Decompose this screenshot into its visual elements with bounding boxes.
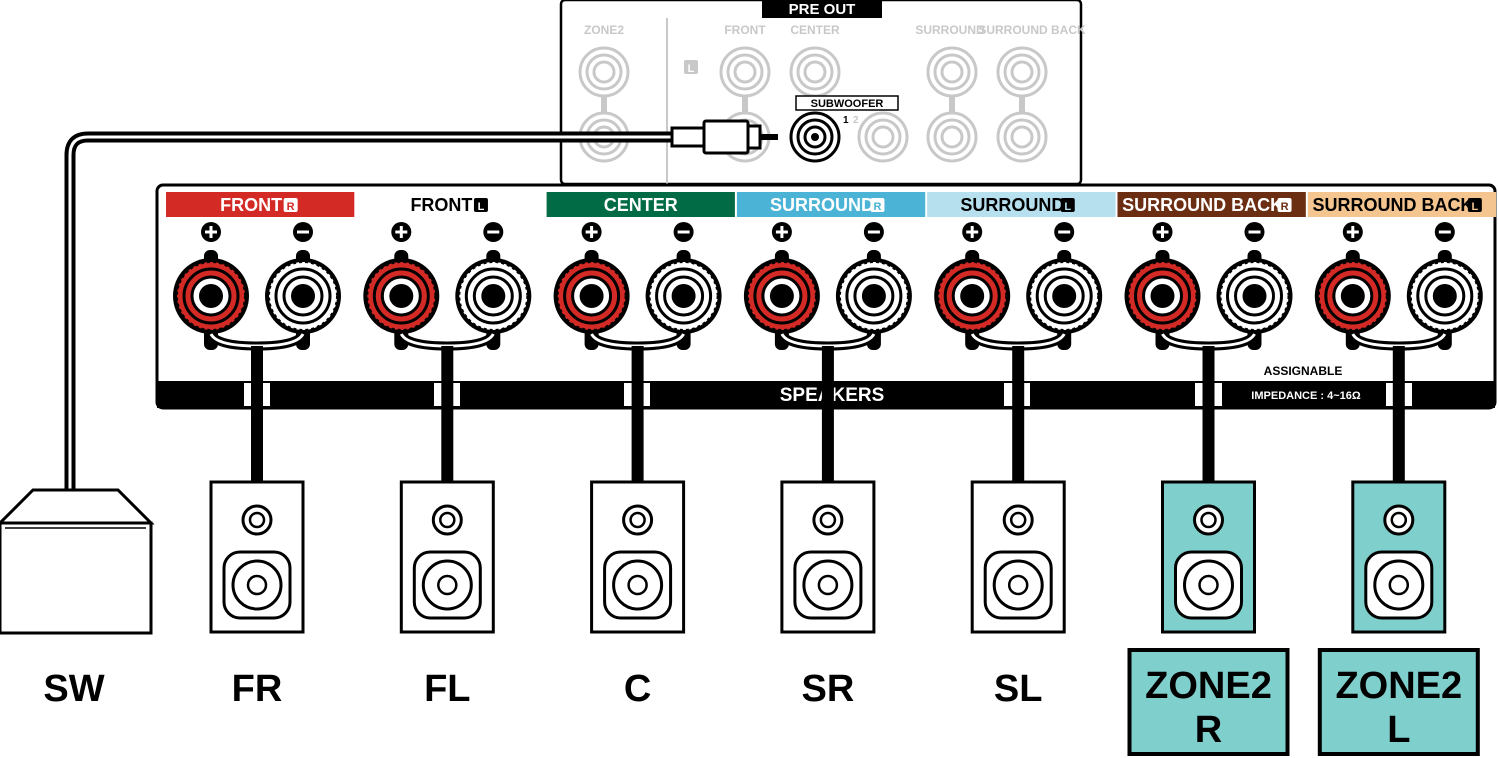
zone2-label-box [1127,648,1290,756]
svg-text:L: L [478,201,485,213]
channel-header-label: FRONT [220,195,282,215]
pre-out-surround-back-label: SURROUND BACK [978,23,1086,37]
channel-badge [870,198,885,212]
subwoofer-jack-1[interactable] [789,111,841,163]
pre-out-title: PRE OUT [789,1,856,18]
negative-terminal[interactable] [1216,222,1293,350]
positive-terminal[interactable] [553,222,630,350]
channel-badge [1467,198,1482,212]
pre-out-jack[interactable] [719,46,771,98]
positive-terminal[interactable] [363,222,440,350]
channel-badge [1277,198,1292,212]
channel-header-label: CENTER [604,195,678,215]
svg-text:R: R [873,201,881,213]
subwoofer-label-box [795,95,899,111]
channel-header-bg [166,192,355,217]
pre-out-jack[interactable] [996,111,1048,163]
pre-out-jack[interactable] [926,46,978,98]
negative-terminal[interactable] [645,222,722,350]
speaker-label: C [624,668,651,710]
zone2-label-line2: L [1387,709,1410,751]
zone2-label-line2: R [1195,709,1222,751]
svg-text:L: L [1471,201,1478,213]
channel-badge [473,198,488,212]
negative-terminal[interactable] [455,222,532,350]
channel-badge [1060,198,1075,212]
pre-out-surround-label: SURROUND [915,23,985,37]
svg-text:R: R [287,201,295,213]
rca-plug [670,126,706,148]
pre-out-center-label: CENTER [790,23,840,37]
channel-header-bg [1307,192,1497,217]
zone2-label-line1: ZONE2 [1335,665,1462,707]
channel-header-label: SURROUND [960,195,1064,215]
pre-out-l-badge [684,60,698,74]
svg-text:L: L [1064,201,1071,213]
channel-header-label: SURROUND BACK [1122,195,1283,215]
speaker [780,480,876,634]
positive-terminal[interactable] [1124,222,1201,350]
channel-header-bg [736,192,926,217]
pre-out-jack[interactable] [926,111,978,163]
subwoofer-2-label: 2 [853,115,859,126]
pre-out-l-badge-text: L [688,63,695,75]
zone2-label-box [1317,648,1480,756]
pre-out-jack[interactable] [789,46,841,98]
assignable-label: ASSIGNABLE [1264,364,1343,378]
speaker [209,480,305,634]
subwoofer-cable [64,119,778,490]
subwoofer-label: SUBWOOFER [811,98,884,110]
negative-terminal[interactable] [265,222,341,350]
negative-terminal[interactable] [835,222,912,350]
channel-header-label: SURROUND BACK [1312,195,1473,215]
zone2-label-line1: ZONE2 [1145,665,1272,707]
negative-terminal[interactable] [1406,222,1483,350]
channel-header-bg [927,192,1116,217]
speaker-label: FL [424,668,470,710]
speaker-label: FR [232,668,283,710]
speaker-label: SL [994,668,1043,710]
speaker-label: SR [802,668,855,710]
positive-terminal[interactable] [934,222,1011,350]
pre-out-zone2-label: ZONE2 [584,23,624,37]
pre-out-panel: PRE OUT ZONE2 FRONT CENTER SURROUND SURR… [559,0,1086,186]
subwoofer-1-label: 1 [843,115,849,126]
speaker [970,480,1066,634]
zone2-speaker [1161,480,1256,634]
channel-header-bg [1117,192,1306,217]
positive-terminal[interactable] [173,222,249,350]
pre-out-front-label: FRONT [724,23,766,37]
pre-out-jack[interactable] [996,46,1048,98]
channel-header-label: FRONT [410,195,472,215]
channel-header-label: SURROUND [770,195,874,215]
speaker [590,480,686,634]
channel-header-bg [546,192,735,217]
channel-header-bg [356,192,545,217]
subwoofer-unit [0,488,155,635]
subwoofer-name-label: SW [43,668,104,710]
negative-terminal[interactable] [1026,222,1103,350]
pre-out-jack[interactable] [578,46,630,98]
pre-out-jack[interactable] [857,111,909,163]
speaker [399,480,495,634]
channel-badge [283,198,298,212]
impedance-label: IMPEDANCE : 4~16Ω [1251,390,1361,402]
svg-text:R: R [1281,201,1289,213]
zone2-speaker [1351,480,1447,634]
